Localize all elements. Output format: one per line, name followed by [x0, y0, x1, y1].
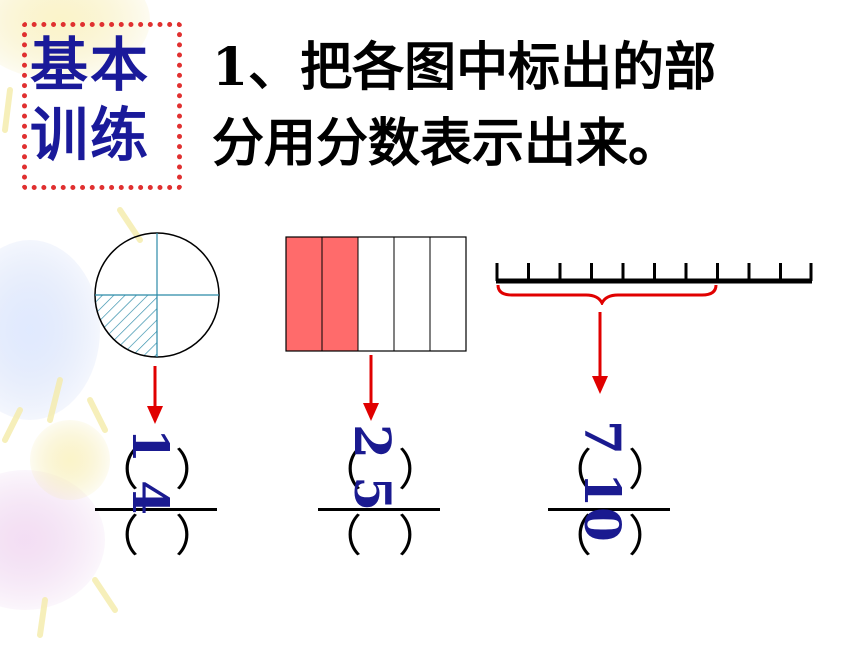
open-paren: （	[318, 511, 362, 562]
close-paren: ）	[398, 445, 442, 496]
arrow-down	[147, 366, 163, 424]
close-paren: ）	[175, 511, 219, 562]
tick-marks	[495, 263, 813, 281]
arrow-down	[592, 312, 608, 394]
bg-blob	[0, 0, 150, 80]
arrow-down	[363, 355, 379, 421]
question-text: 1、把各图中标出的部 分用分数表示出来。	[212, 30, 832, 182]
close-paren: ）	[628, 511, 672, 562]
close-paren: ）	[398, 511, 442, 562]
section-badge	[22, 22, 182, 190]
question-line-1: 1、把各图中标出的部	[212, 37, 717, 98]
brace	[496, 284, 718, 305]
close-paren: ）	[628, 445, 672, 496]
open-paren: （	[318, 445, 362, 496]
segmented-line-figure	[495, 263, 813, 305]
answer-text: 7 10	[573, 420, 632, 542]
open-paren: （	[95, 511, 139, 562]
bg-blob	[0, 470, 105, 610]
bg-blob	[0, 240, 100, 420]
bg-blob	[30, 420, 110, 500]
quartered-circle-figure	[94, 232, 220, 358]
shaded-quarter	[95, 295, 157, 357]
answer-text: 1 4	[121, 428, 180, 515]
badge-line-2: 训练	[30, 101, 151, 169]
answer-text: 2 5	[343, 424, 402, 511]
close-paren: ）	[175, 445, 219, 496]
fraction-bar	[95, 508, 217, 511]
question-line-2: 分用分数表示出来。	[212, 113, 681, 174]
divided-rectangle-figure	[285, 236, 467, 352]
open-paren: （	[95, 445, 139, 496]
badge-line-1: 基本	[30, 31, 151, 99]
shaded-strip	[286, 237, 322, 351]
fraction-bar	[318, 508, 440, 511]
section-badge-text: 基本 训练	[30, 30, 170, 170]
shaded-strip	[322, 237, 358, 351]
rectangle-outline	[285, 236, 467, 352]
open-paren: （	[548, 445, 592, 496]
fraction-bar	[548, 508, 670, 511]
open-paren: （	[548, 511, 592, 562]
